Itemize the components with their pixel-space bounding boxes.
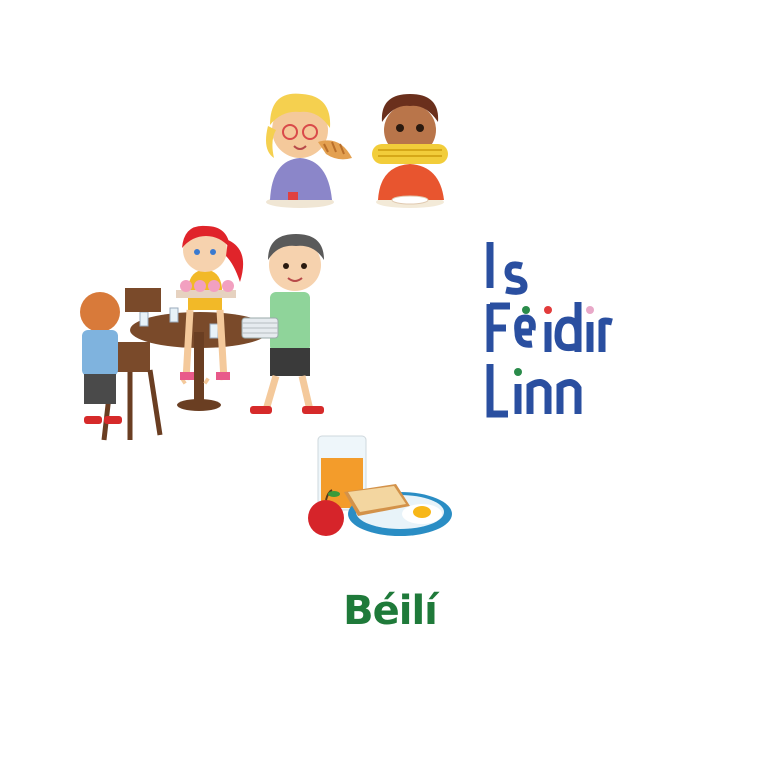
- boy-eating-corn-figure: [372, 94, 448, 208]
- red-apple: [308, 489, 344, 536]
- table-setting-illustration: [70, 220, 340, 450]
- small-child-figure: [80, 292, 122, 424]
- is-feidir-linn-logo: [482, 236, 632, 421]
- breakfast-illustration: [300, 430, 460, 545]
- boy-with-plates-figure: [241, 234, 324, 414]
- eating-children-illustration: [240, 80, 460, 220]
- girl-with-cupcakes-figure: [176, 225, 244, 385]
- woman-eating-figure: [266, 93, 352, 208]
- plate-with-toast-and-egg: [344, 484, 452, 536]
- page-title: Béilí: [343, 588, 438, 634]
- round-table: [130, 307, 270, 411]
